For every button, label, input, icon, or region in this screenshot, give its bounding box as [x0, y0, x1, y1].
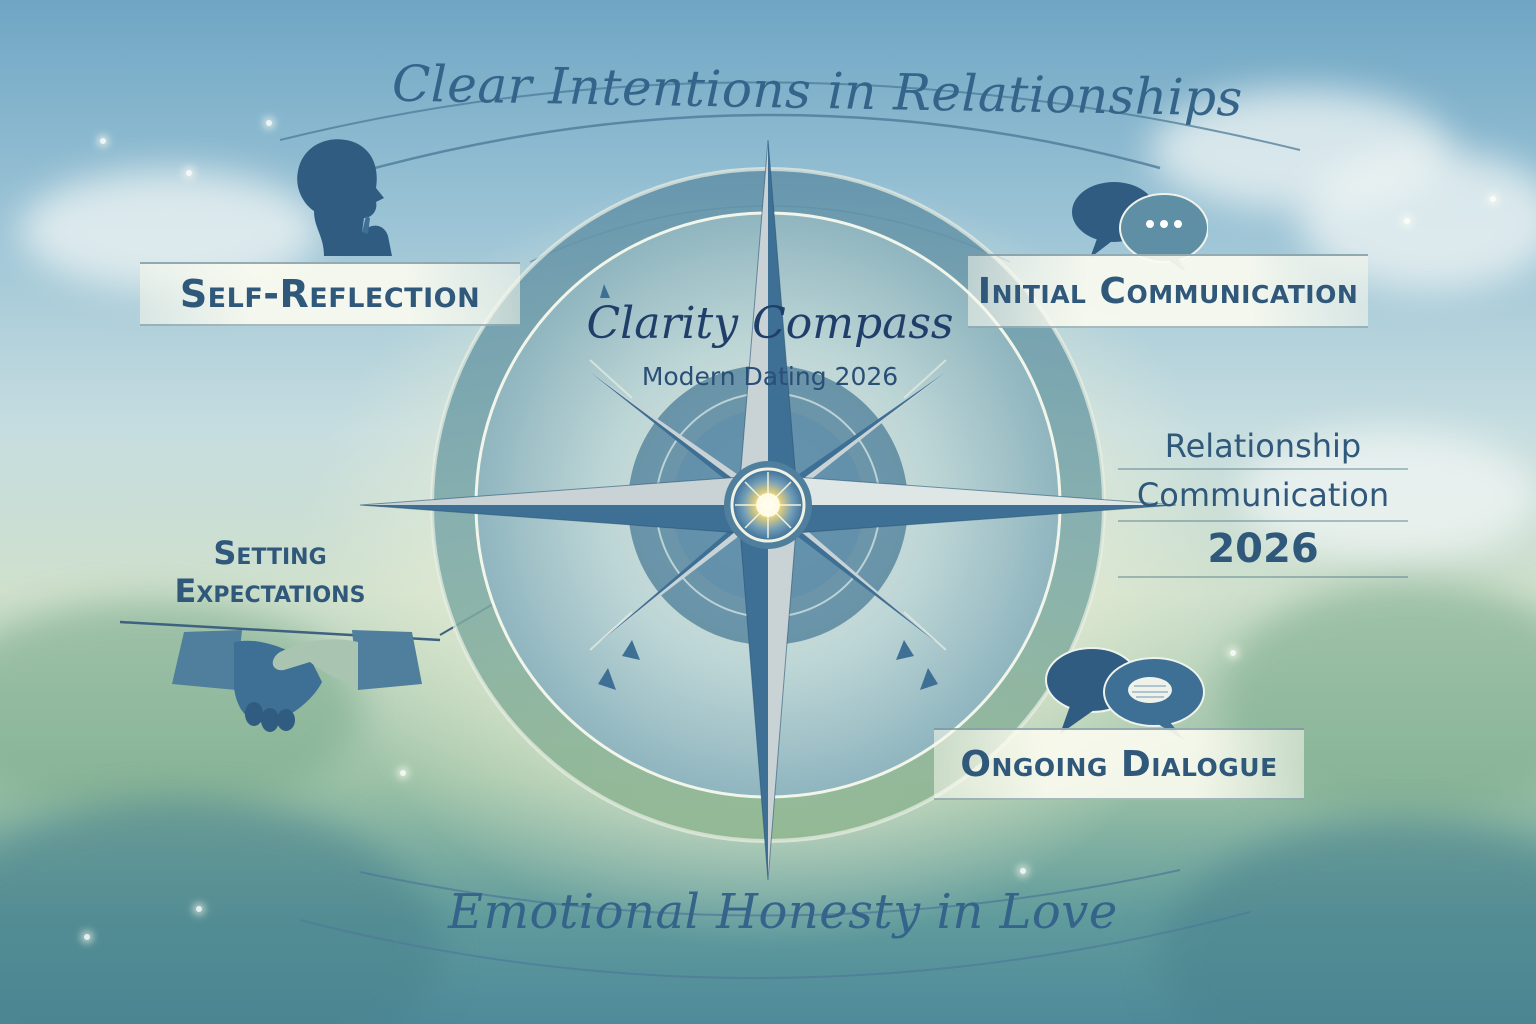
- bottom-banner-text: Emotional Honesty in Love: [448, 884, 1118, 940]
- diagram-title: Clarity Compass: [586, 298, 954, 349]
- sparkle: [266, 120, 272, 126]
- diagram-subtitle: Modern Dating 2026: [641, 362, 899, 391]
- foliage: [0, 600, 360, 820]
- node-label-line: Setting: [213, 534, 327, 572]
- node-label: Self-Reflection: [179, 272, 481, 316]
- sparkle: [1020, 868, 1026, 874]
- thinking-person-icon: [284, 136, 408, 261]
- sparkle: [196, 906, 202, 912]
- node-self-reflection: Self-Reflection: [140, 262, 520, 326]
- node-label-line: Expectations: [174, 572, 366, 610]
- node-ongoing-dialogue: Ongoing Dialogue: [934, 728, 1304, 800]
- node-label: Ongoing Dialogue: [960, 743, 1278, 785]
- cloud: [1240, 430, 1536, 560]
- chat-bubbles-lines-icon: [1040, 640, 1210, 745]
- sparkle: [186, 170, 192, 176]
- node-label-line: Communication: [1118, 470, 1408, 522]
- handshake-icon: [172, 622, 422, 737]
- node-initial-communication: Initial Communication: [968, 254, 1368, 328]
- sparkle: [100, 138, 106, 144]
- sparkle: [1230, 650, 1236, 656]
- sparkle: [1404, 218, 1410, 224]
- node-relationship-communication: Relationship Communication 2026: [1118, 424, 1408, 578]
- node-label: Initial Communication: [977, 270, 1359, 312]
- sparkle: [400, 770, 406, 776]
- node-label-line: 2026: [1118, 522, 1408, 578]
- sparkle: [1490, 196, 1496, 202]
- node-label-line: Relationship: [1118, 424, 1408, 470]
- sparkle: [84, 934, 90, 940]
- node-setting-expectations: Setting Expectations: [130, 534, 410, 610]
